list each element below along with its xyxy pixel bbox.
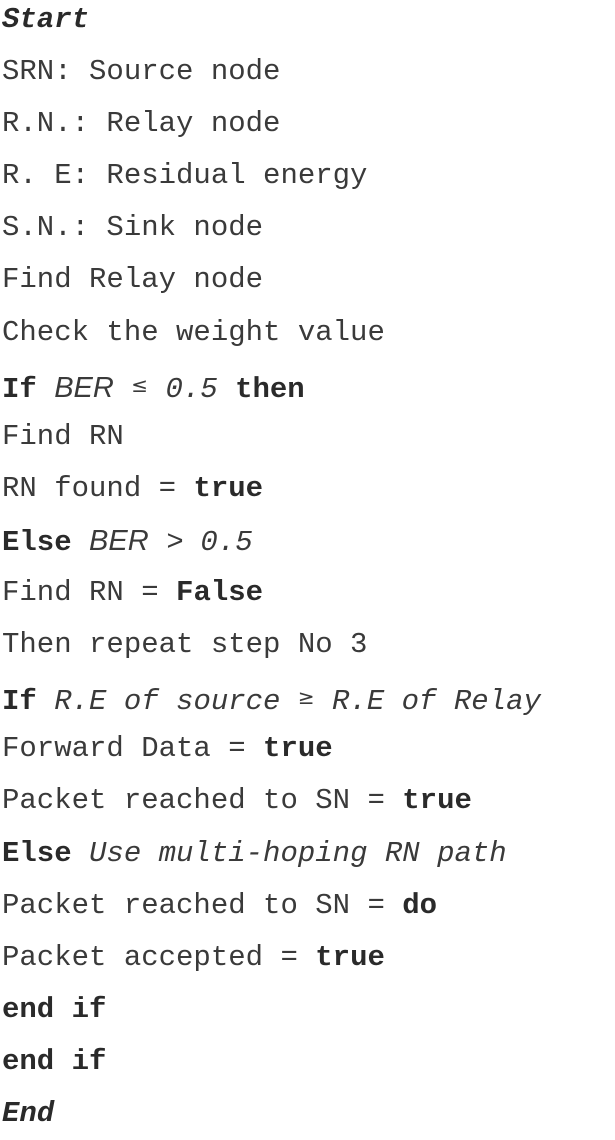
algo-line-13: Then repeat step No 3 (2, 619, 614, 671)
packet-reached-value: do (402, 888, 438, 922)
algo-line-9: Find RN (2, 411, 614, 463)
step-check-weight: Check the weight value (2, 315, 385, 349)
algo-line-21: end if (2, 1036, 614, 1088)
definition-srn: SRN: Source node (2, 55, 281, 89)
algo-line-19: Packet accepted = true (2, 932, 614, 984)
end-if-keyword: end if (2, 1044, 107, 1078)
step-find-relay: Find Relay node (2, 263, 264, 297)
step-find-rn: Find RN (2, 419, 124, 453)
condition-multihop: Use multi-hoping RN path (89, 836, 507, 870)
packet-reached-text: Packet reached to SN = (2, 888, 385, 922)
then-keyword: then (235, 372, 305, 406)
algo-line-20: end if (2, 984, 614, 1036)
algo-line-18: Packet reached to SN = do (2, 880, 614, 932)
algo-line-2: SRN: Source node (2, 46, 614, 98)
packet-accepted-value: true (315, 940, 385, 974)
algo-line-17: Else Use multi-hoping RN path (2, 828, 614, 880)
definition-rn: R.N.: Relay node (2, 107, 281, 141)
end-if-keyword: end if (2, 992, 107, 1026)
packet-accepted-text: Packet accepted = (2, 940, 298, 974)
end-keyword: End (2, 1096, 55, 1130)
algo-line-7: Check the weight value (2, 307, 614, 359)
algo-line-1: Start (2, 0, 614, 46)
step-repeat: Then repeat step No 3 (2, 628, 368, 662)
rn-found-value: true (193, 471, 264, 505)
find-rn-text: Find RN = (2, 576, 159, 610)
condition-ber: BER (54, 371, 114, 404)
algo-line-22: End (2, 1088, 614, 1140)
algo-line-15: Forward Data = true (2, 723, 614, 775)
forward-data-value: true (263, 732, 333, 766)
algo-line-5: S.N.: Sink node (2, 202, 614, 254)
if-keyword: If (2, 685, 37, 719)
definition-sn: S.N.: Sink node (2, 211, 264, 245)
condition-ber: BER (89, 524, 149, 557)
algo-line-16: Packet reached to SN = true (2, 775, 614, 827)
algo-line-14: If R.E of source ≥ R.E of Relay (2, 671, 614, 723)
else-keyword: Else (2, 836, 72, 870)
greater-equal-symbol: ≥ (297, 685, 315, 710)
definition-re: R. E: Residual energy (2, 159, 368, 193)
packet-reached-text: Packet reached to SN = (2, 784, 385, 818)
algo-line-11: Else BER > 0.5 (2, 515, 614, 567)
algo-line-3: R.N.: Relay node (2, 98, 614, 150)
condition-re-source: R.E of source (54, 685, 281, 719)
packet-reached-value: true (402, 784, 472, 818)
greater-than-symbol: > (166, 524, 184, 557)
algo-line-12: Find RN = False (2, 567, 614, 619)
condition-threshold: 0.5 (200, 525, 253, 559)
condition-threshold: 0.5 (165, 372, 218, 406)
condition-re-relay: R.E of Relay (332, 685, 541, 719)
else-keyword: Else (2, 525, 72, 559)
find-rn-value: False (176, 576, 264, 610)
if-keyword: If (2, 372, 37, 406)
algo-line-4: R. E: Residual energy (2, 150, 614, 202)
algo-line-10: RN found = true (2, 463, 614, 515)
algo-line-6: Find Relay node (2, 254, 614, 306)
less-equal-symbol: ≤ (131, 372, 149, 397)
forward-data-text: Forward Data = (2, 732, 246, 766)
algo-line-8: If BER ≤ 0.5 then (2, 359, 614, 411)
start-keyword: Start (2, 3, 90, 36)
rn-found-text: RN found = (2, 471, 177, 505)
